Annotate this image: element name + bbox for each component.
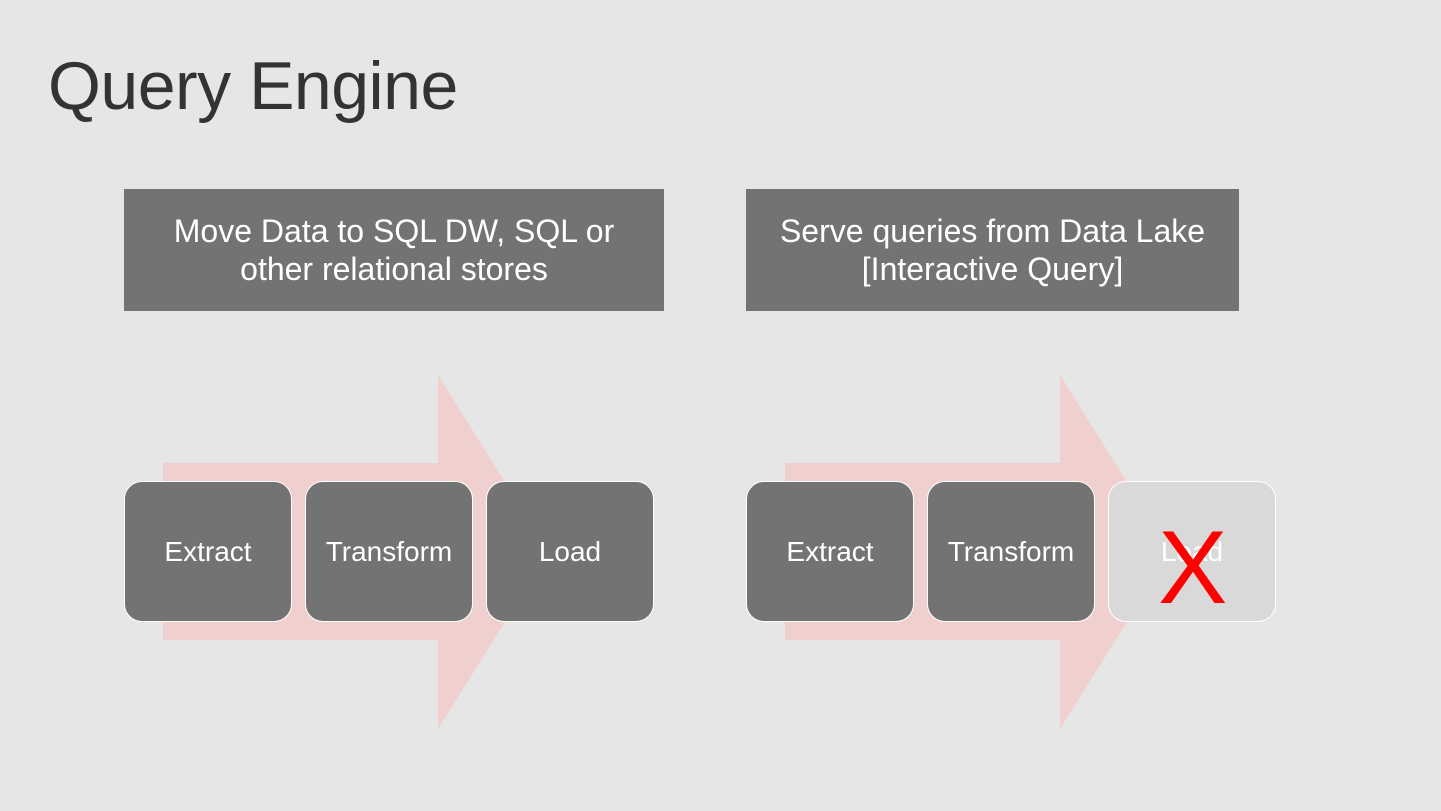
- cross-mark-icon: X: [1158, 510, 1228, 626]
- left-step-extract-label: Extract: [164, 535, 252, 567]
- slide-title: Query Engine: [48, 48, 458, 124]
- right-step-load-label: Load: [1160, 535, 1224, 567]
- left-step-load: Load: [486, 481, 654, 622]
- left-step-transform-label: Transform: [325, 535, 453, 567]
- left-step-load-label: Load: [538, 535, 602, 567]
- left-step-extract: Extract: [124, 481, 292, 622]
- right-step-transform: Transform: [927, 481, 1095, 622]
- left-header-box: Move Data to SQL DW, SQL or other relati…: [124, 189, 664, 311]
- right-header-box: Serve queries from Data Lake [Interactiv…: [746, 189, 1239, 311]
- right-step-extract: Extract: [746, 481, 914, 622]
- right-step-transform-label: Transform: [947, 535, 1075, 567]
- left-step-transform: Transform: [305, 481, 473, 622]
- right-step-extract-label: Extract: [786, 535, 874, 567]
- right-step-load: Load: [1108, 481, 1276, 622]
